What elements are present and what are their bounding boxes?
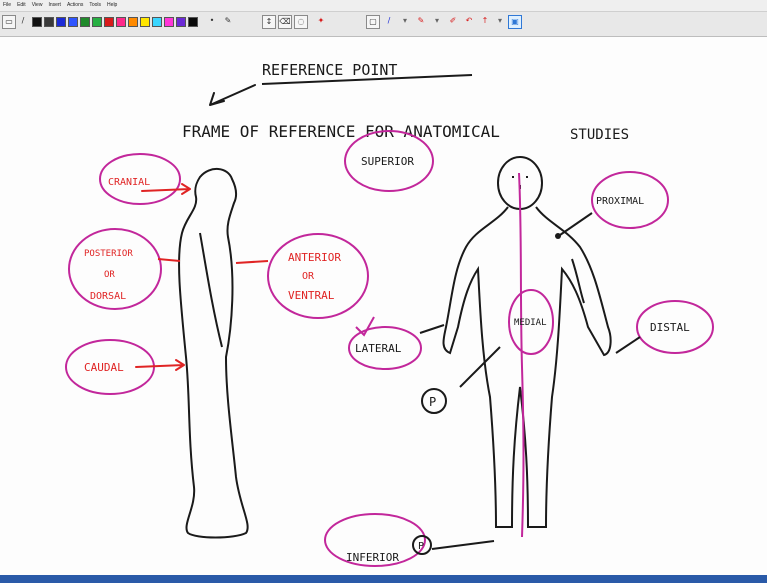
handwriting-layer: REFERENCE POINT FRAME OF REFERENCE FOR A… <box>0 37 767 575</box>
cranial-text: CRANIAL <box>108 177 150 188</box>
inferior-text: INFERIOR <box>346 551 399 564</box>
color-swatch-6[interactable] <box>92 17 102 27</box>
menu-item-help[interactable]: Help <box>104 0 120 11</box>
proximal-text: PROXIMAL <box>596 196 644 207</box>
distal-pointer-line <box>616 337 640 353</box>
inferior-p-text: P <box>418 541 424 552</box>
lasso-icon[interactable]: ◌ <box>294 15 308 29</box>
superior-text: SUPERIOR <box>361 155 414 168</box>
posterior-or-text: OR <box>104 270 115 280</box>
p-pointer-line <box>460 347 500 387</box>
side-view-arm <box>200 233 222 347</box>
color-swatch-10[interactable] <box>140 17 150 27</box>
proximal-pointer-line <box>560 213 592 235</box>
pen-width-icon[interactable]: • <box>206 15 218 29</box>
posterior-pointer-line <box>158 259 180 261</box>
inferior-pointer-line <box>432 541 494 549</box>
color-swatch-9[interactable] <box>128 17 138 27</box>
menu-item-actions[interactable]: Actions <box>64 0 86 11</box>
anterior-or-text: OR <box>302 271 315 282</box>
color-swatch-8[interactable] <box>116 17 126 27</box>
shapes-tool-icon[interactable]: ▣ <box>508 15 522 29</box>
menu-bar: FileEditViewInsertActionsToolsHelp <box>0 0 767 12</box>
dorsal-text: DORSAL <box>90 291 126 302</box>
lateral-check-icon <box>356 317 374 335</box>
p-mark-text: P <box>429 395 436 409</box>
reference-arrow-icon <box>210 85 255 105</box>
lateral-text: LATERAL <box>355 342 402 355</box>
medial-text: MEDIAL <box>514 318 547 328</box>
studies-text: STUDIES <box>570 127 629 143</box>
menu-item-tools[interactable]: Tools <box>86 0 104 11</box>
color-swatch-2[interactable] <box>44 17 54 27</box>
color-swatch-3[interactable] <box>56 17 66 27</box>
insert-space-icon[interactable]: ↕ <box>262 15 276 29</box>
undo-arrow-icon[interactable]: ↶ <box>462 15 476 29</box>
side-view-figure <box>179 169 248 538</box>
menu-item-insert[interactable]: Insert <box>45 0 64 11</box>
reference-point-text: REFERENCE POINT <box>262 61 397 79</box>
color-swatch-1[interactable] <box>32 17 42 27</box>
color-swatch-4[interactable] <box>68 17 78 27</box>
menu-item-file[interactable]: File <box>0 0 14 11</box>
color-swatch-7[interactable] <box>104 17 114 27</box>
color-swatch-5[interactable] <box>80 17 90 27</box>
highlighter-icon[interactable]: ✎ <box>222 15 234 29</box>
distal-text: DISTAL <box>650 321 690 334</box>
red-pen-options-icon[interactable]: ▾ <box>430 15 444 29</box>
red-pen-icon[interactable]: ✎ <box>414 15 428 29</box>
midline <box>519 173 524 537</box>
pen-options-icon[interactable]: ▾ <box>398 15 412 29</box>
color-swatch-11[interactable] <box>152 17 162 27</box>
anterior-circle <box>268 234 368 318</box>
select-region-icon[interactable]: ▢ <box>366 15 380 29</box>
color-swatch-12[interactable] <box>164 17 174 27</box>
proximal-point-icon <box>555 233 561 239</box>
menu-item-view[interactable]: View <box>29 0 46 11</box>
anterior-pointer-line <box>236 261 268 263</box>
note-canvas[interactable]: REFERENCE POINT FRAME OF REFERENCE FOR A… <box>0 37 767 575</box>
caudal-arrow-icon <box>136 360 184 370</box>
eraser-icon[interactable]: ⌫ <box>278 15 292 29</box>
menu-item-edit[interactable]: Edit <box>14 0 29 11</box>
pen-blue-icon[interactable]: / <box>382 15 396 29</box>
pointer-options-icon[interactable]: ▾ <box>494 15 506 29</box>
anterior-text: ANTERIOR <box>288 251 341 264</box>
taskbar-strip <box>0 575 767 583</box>
pointer-icon[interactable]: ↑ <box>478 15 492 29</box>
color-swatch-14[interactable] <box>188 17 198 27</box>
selection-tool-icon[interactable]: ▭ <box>2 15 16 29</box>
pen-tool-icon[interactable]: / <box>17 15 29 29</box>
ventral-text: VENTRAL <box>288 289 335 302</box>
color-swatch-13[interactable] <box>176 17 186 27</box>
brush-icon[interactable]: ✦ <box>314 15 328 29</box>
highlighter-red-icon[interactable]: ✐ <box>446 15 460 29</box>
lateral-pointer-line <box>420 325 444 333</box>
front-view-body <box>444 207 611 527</box>
frame-of-reference-text: FRAME OF REFERENCE FOR ANATOMICAL <box>182 122 500 141</box>
caudal-text: CAUDAL <box>84 361 124 374</box>
posterior-text: POSTERIOR <box>84 249 133 259</box>
